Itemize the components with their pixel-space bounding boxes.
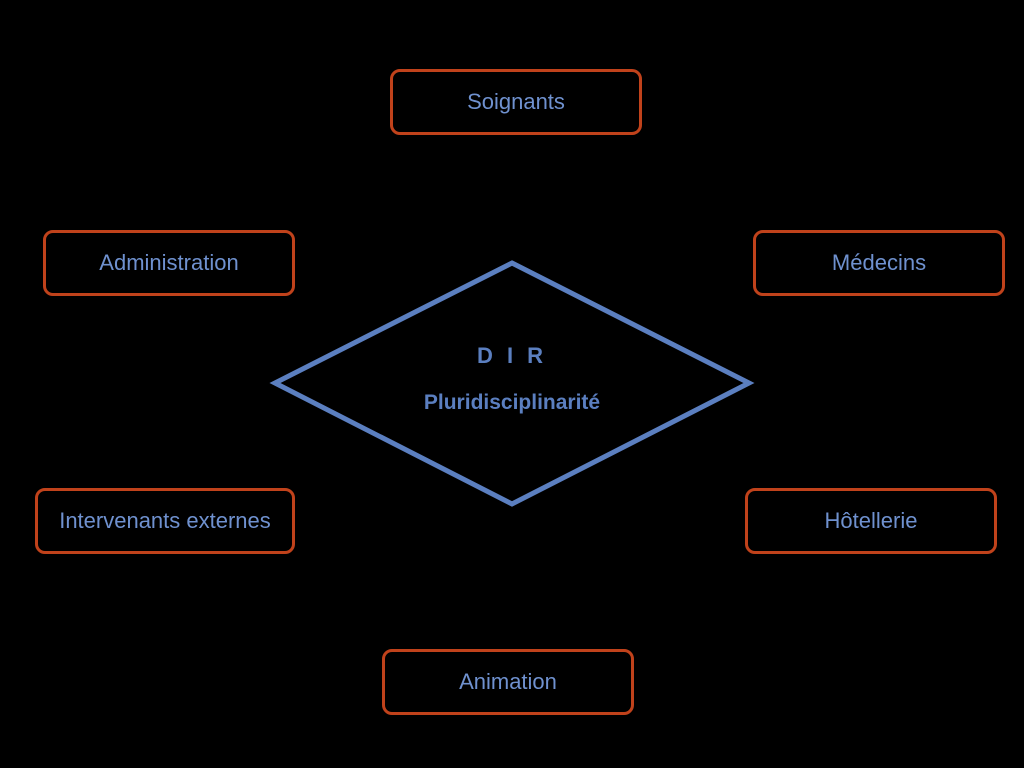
node-medecins: Médecins [753, 230, 1005, 296]
node-label: Soignants [467, 89, 565, 114]
node-intervenants-externes: Intervenants externes [35, 488, 295, 554]
node-administration: Administration [43, 230, 295, 296]
node-hotellerie: Hôtellerie [745, 488, 997, 554]
node-soignants: Soignants [390, 69, 642, 135]
center-subtitle: Pluridisciplinarité [423, 391, 601, 414]
node-label: Intervenants externes [59, 508, 271, 533]
node-label: Administration [99, 250, 239, 275]
node-label: Hôtellerie [824, 508, 918, 533]
node-label: Animation [459, 669, 557, 694]
diamond-shape [269, 260, 755, 507]
center-title: D I R [476, 343, 548, 368]
node-label: Médecins [831, 250, 927, 275]
node-animation: Animation [382, 649, 634, 715]
